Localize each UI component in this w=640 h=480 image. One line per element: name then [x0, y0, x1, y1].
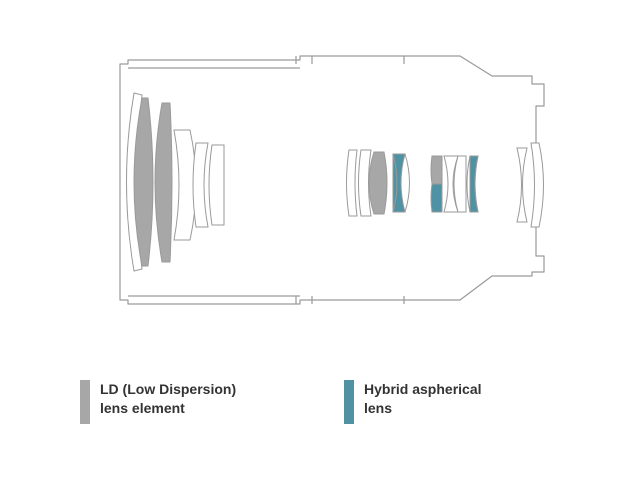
front-element-6 — [208, 144, 225, 226]
hybrid-aspherical-element-2 — [430, 183, 443, 213]
legend-hybrid-label: Hybrid aspherical lens — [364, 380, 482, 418]
rear-element-2 — [530, 142, 544, 228]
legend-ld-label: LD (Low Dispersion) lens element — [100, 380, 236, 418]
legend-hybrid: Hybrid aspherical lens — [344, 380, 482, 424]
middle-element-5-shell — [392, 153, 410, 213]
ld-element-rear-group-top — [430, 155, 443, 185]
legend-hybrid-swatch — [344, 380, 354, 424]
legend-ld-line-1: LD (Low Dispersion) — [100, 381, 237, 397]
legend-hybrid-line-1: Hybrid aspherical — [364, 381, 482, 397]
legend-ld: LD (Low Dispersion) lens element — [80, 380, 236, 424]
middle-element-2 — [358, 149, 372, 217]
legend-ld-line-2: lens element — [100, 400, 185, 416]
ld-element-middle — [368, 151, 388, 215]
legend-ld-swatch — [80, 380, 90, 424]
lens-barrel-outline — [119, 55, 545, 305]
front-element-5 — [192, 142, 209, 228]
legend-hybrid-line-2: lens — [364, 400, 393, 416]
rear-element-1 — [516, 147, 528, 223]
ld-element-front-1 — [133, 97, 154, 267]
middle-element-1 — [346, 149, 358, 217]
ld-element-front-2 — [154, 102, 173, 263]
rear-group-element-5-shell — [466, 155, 479, 213]
rear-group-element-3 — [453, 155, 467, 213]
